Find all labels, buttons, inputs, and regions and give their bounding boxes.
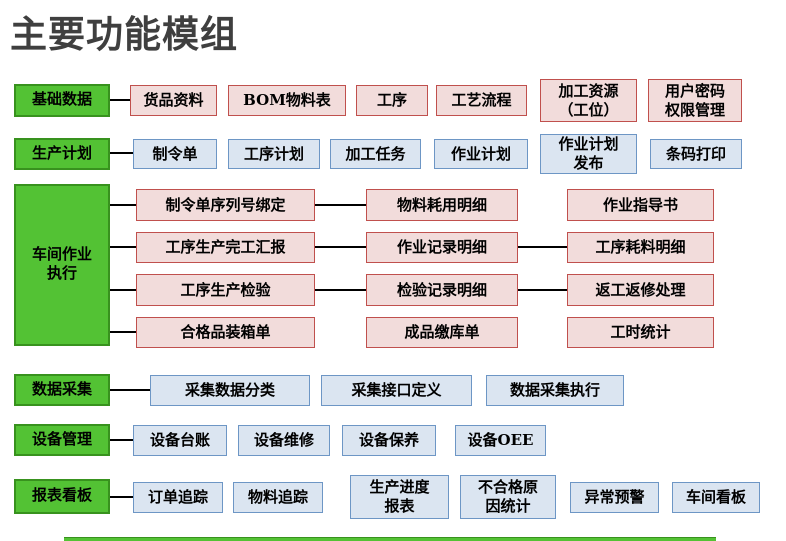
connector-line	[110, 99, 130, 101]
module-box: 采集接口定义	[321, 375, 472, 406]
module-box: 工序生产完工汇报	[136, 232, 315, 263]
module-box: 作业计划 发布	[540, 134, 637, 174]
module-box: 物料追踪	[233, 482, 323, 513]
connector-line	[518, 246, 567, 248]
module-box: 工序生产检验	[136, 274, 315, 306]
module-box: 车间看板	[672, 482, 760, 513]
connector-line	[110, 439, 133, 441]
category-production-plan: 生产计划	[14, 138, 110, 170]
module-box: 工序	[356, 85, 428, 116]
module-box: 用户密码 权限管理	[648, 79, 742, 122]
category-report-dashboard: 报表看板	[14, 479, 110, 514]
category-data-collection: 数据采集	[14, 374, 110, 406]
module-box: 数据采集执行	[486, 375, 624, 406]
connector-line	[110, 496, 133, 498]
module-box: BOM物料表	[228, 85, 346, 116]
connector-line	[110, 152, 133, 154]
connector-line	[110, 246, 136, 248]
module-box: 货品资料	[130, 85, 217, 116]
module-box: 作业指导书	[567, 189, 714, 221]
category-shopfloor-execution: 车间作业 执行	[14, 184, 110, 346]
module-box: 采集数据分类	[150, 375, 310, 406]
module-box: 不合格原 因统计	[460, 475, 556, 519]
module-box: 工艺流程	[436, 85, 527, 116]
module-box: 设备台账	[133, 425, 227, 456]
category-basic-data: 基础数据	[14, 84, 110, 117]
connector-line	[315, 204, 366, 206]
module-box: 工序计划	[228, 139, 320, 169]
connector-line	[315, 289, 366, 291]
module-box: 检验记录明细	[366, 274, 518, 306]
connector-line	[110, 331, 136, 333]
module-box: 生产进度 报表	[350, 475, 449, 519]
module-box: 工时统计	[567, 317, 714, 348]
page-title: 主要功能模组	[10, 14, 238, 55]
module-box: 设备维修	[238, 425, 330, 456]
module-box: 制令单序列号绑定	[136, 189, 315, 221]
module-box: 设备OEE	[455, 425, 546, 456]
module-box: 制令单	[133, 139, 217, 169]
connector-line	[110, 204, 136, 206]
module-box: 异常预警	[570, 482, 659, 513]
module-box: 返工返修处理	[567, 274, 714, 306]
module-box: 加工资源 （工位）	[540, 79, 637, 122]
cutoff-green-bar	[64, 537, 716, 541]
connector-line	[518, 289, 567, 291]
module-box: 作业计划	[434, 139, 528, 169]
module-box: 设备保养	[342, 425, 436, 456]
connector-line	[315, 246, 366, 248]
module-box: 条码打印	[650, 139, 742, 169]
module-box: 加工任务	[330, 139, 421, 169]
module-box: 作业记录明细	[366, 232, 518, 263]
module-box: 物料耗用明细	[366, 189, 518, 221]
category-equipment-management: 设备管理	[14, 424, 110, 456]
module-box: 成品缴库单	[366, 317, 518, 348]
module-box: 合格品装箱单	[136, 317, 315, 348]
connector-line	[110, 389, 150, 391]
connector-line	[110, 289, 136, 291]
module-box: 订单追踪	[133, 482, 223, 513]
module-box: 工序耗料明细	[567, 232, 714, 263]
